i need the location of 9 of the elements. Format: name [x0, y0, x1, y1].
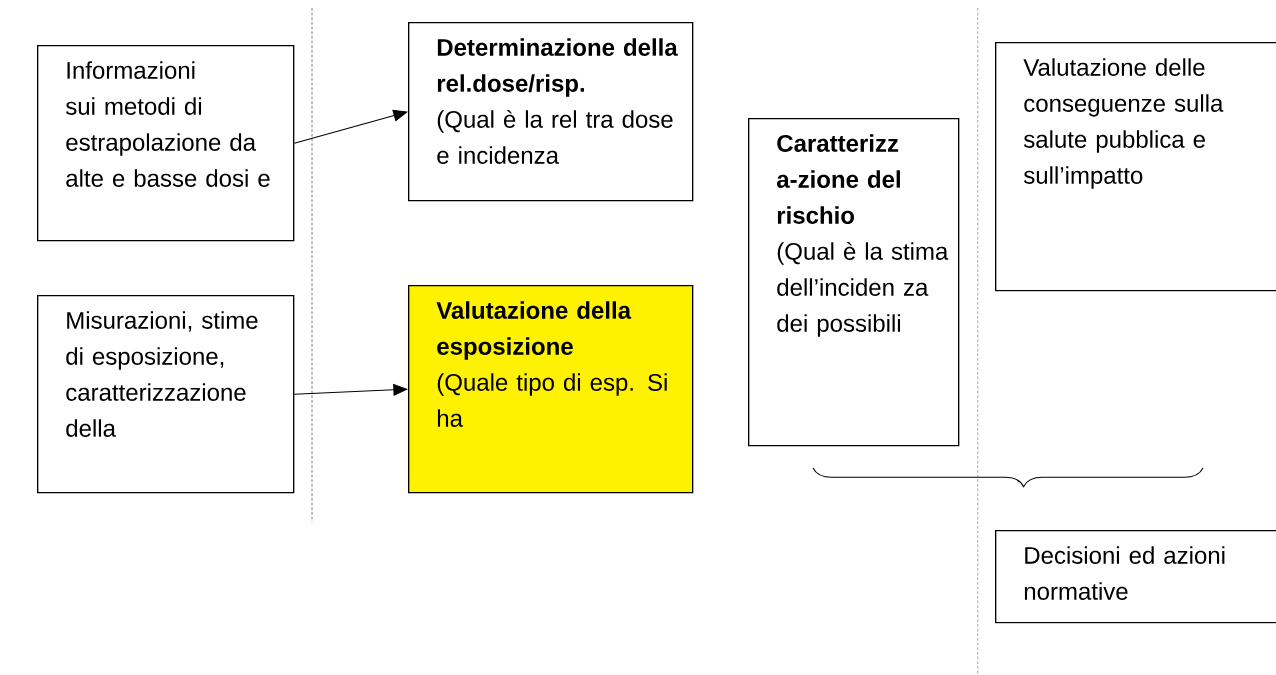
- arrow: [293, 109, 408, 144]
- text-box: Valutazione della esposizione (Quale tipo di esp. Si ha: [408, 285, 694, 494]
- text-box: Informazioni sui metodi di estrapolazione da alte e basse dosi e: [37, 45, 295, 242]
- text-box: Decisioni ed azioni normative: [995, 530, 1276, 624]
- text-box: Valutazione delle conseguenze sulla salute pubblica e sull’impatto: [995, 42, 1276, 292]
- text-box: Caratterizz a-zione del rischio (Qual è la stima dell’inciden za dei possibili: [748, 118, 960, 447]
- arrow: [293, 383, 408, 396]
- text-box: Determinazione della rel.dose/risp. (Qual è la rel tra dose e incidenza: [408, 22, 694, 202]
- text-box: Misurazioni, stime di esposizione, caratterizzazione della: [37, 295, 295, 494]
